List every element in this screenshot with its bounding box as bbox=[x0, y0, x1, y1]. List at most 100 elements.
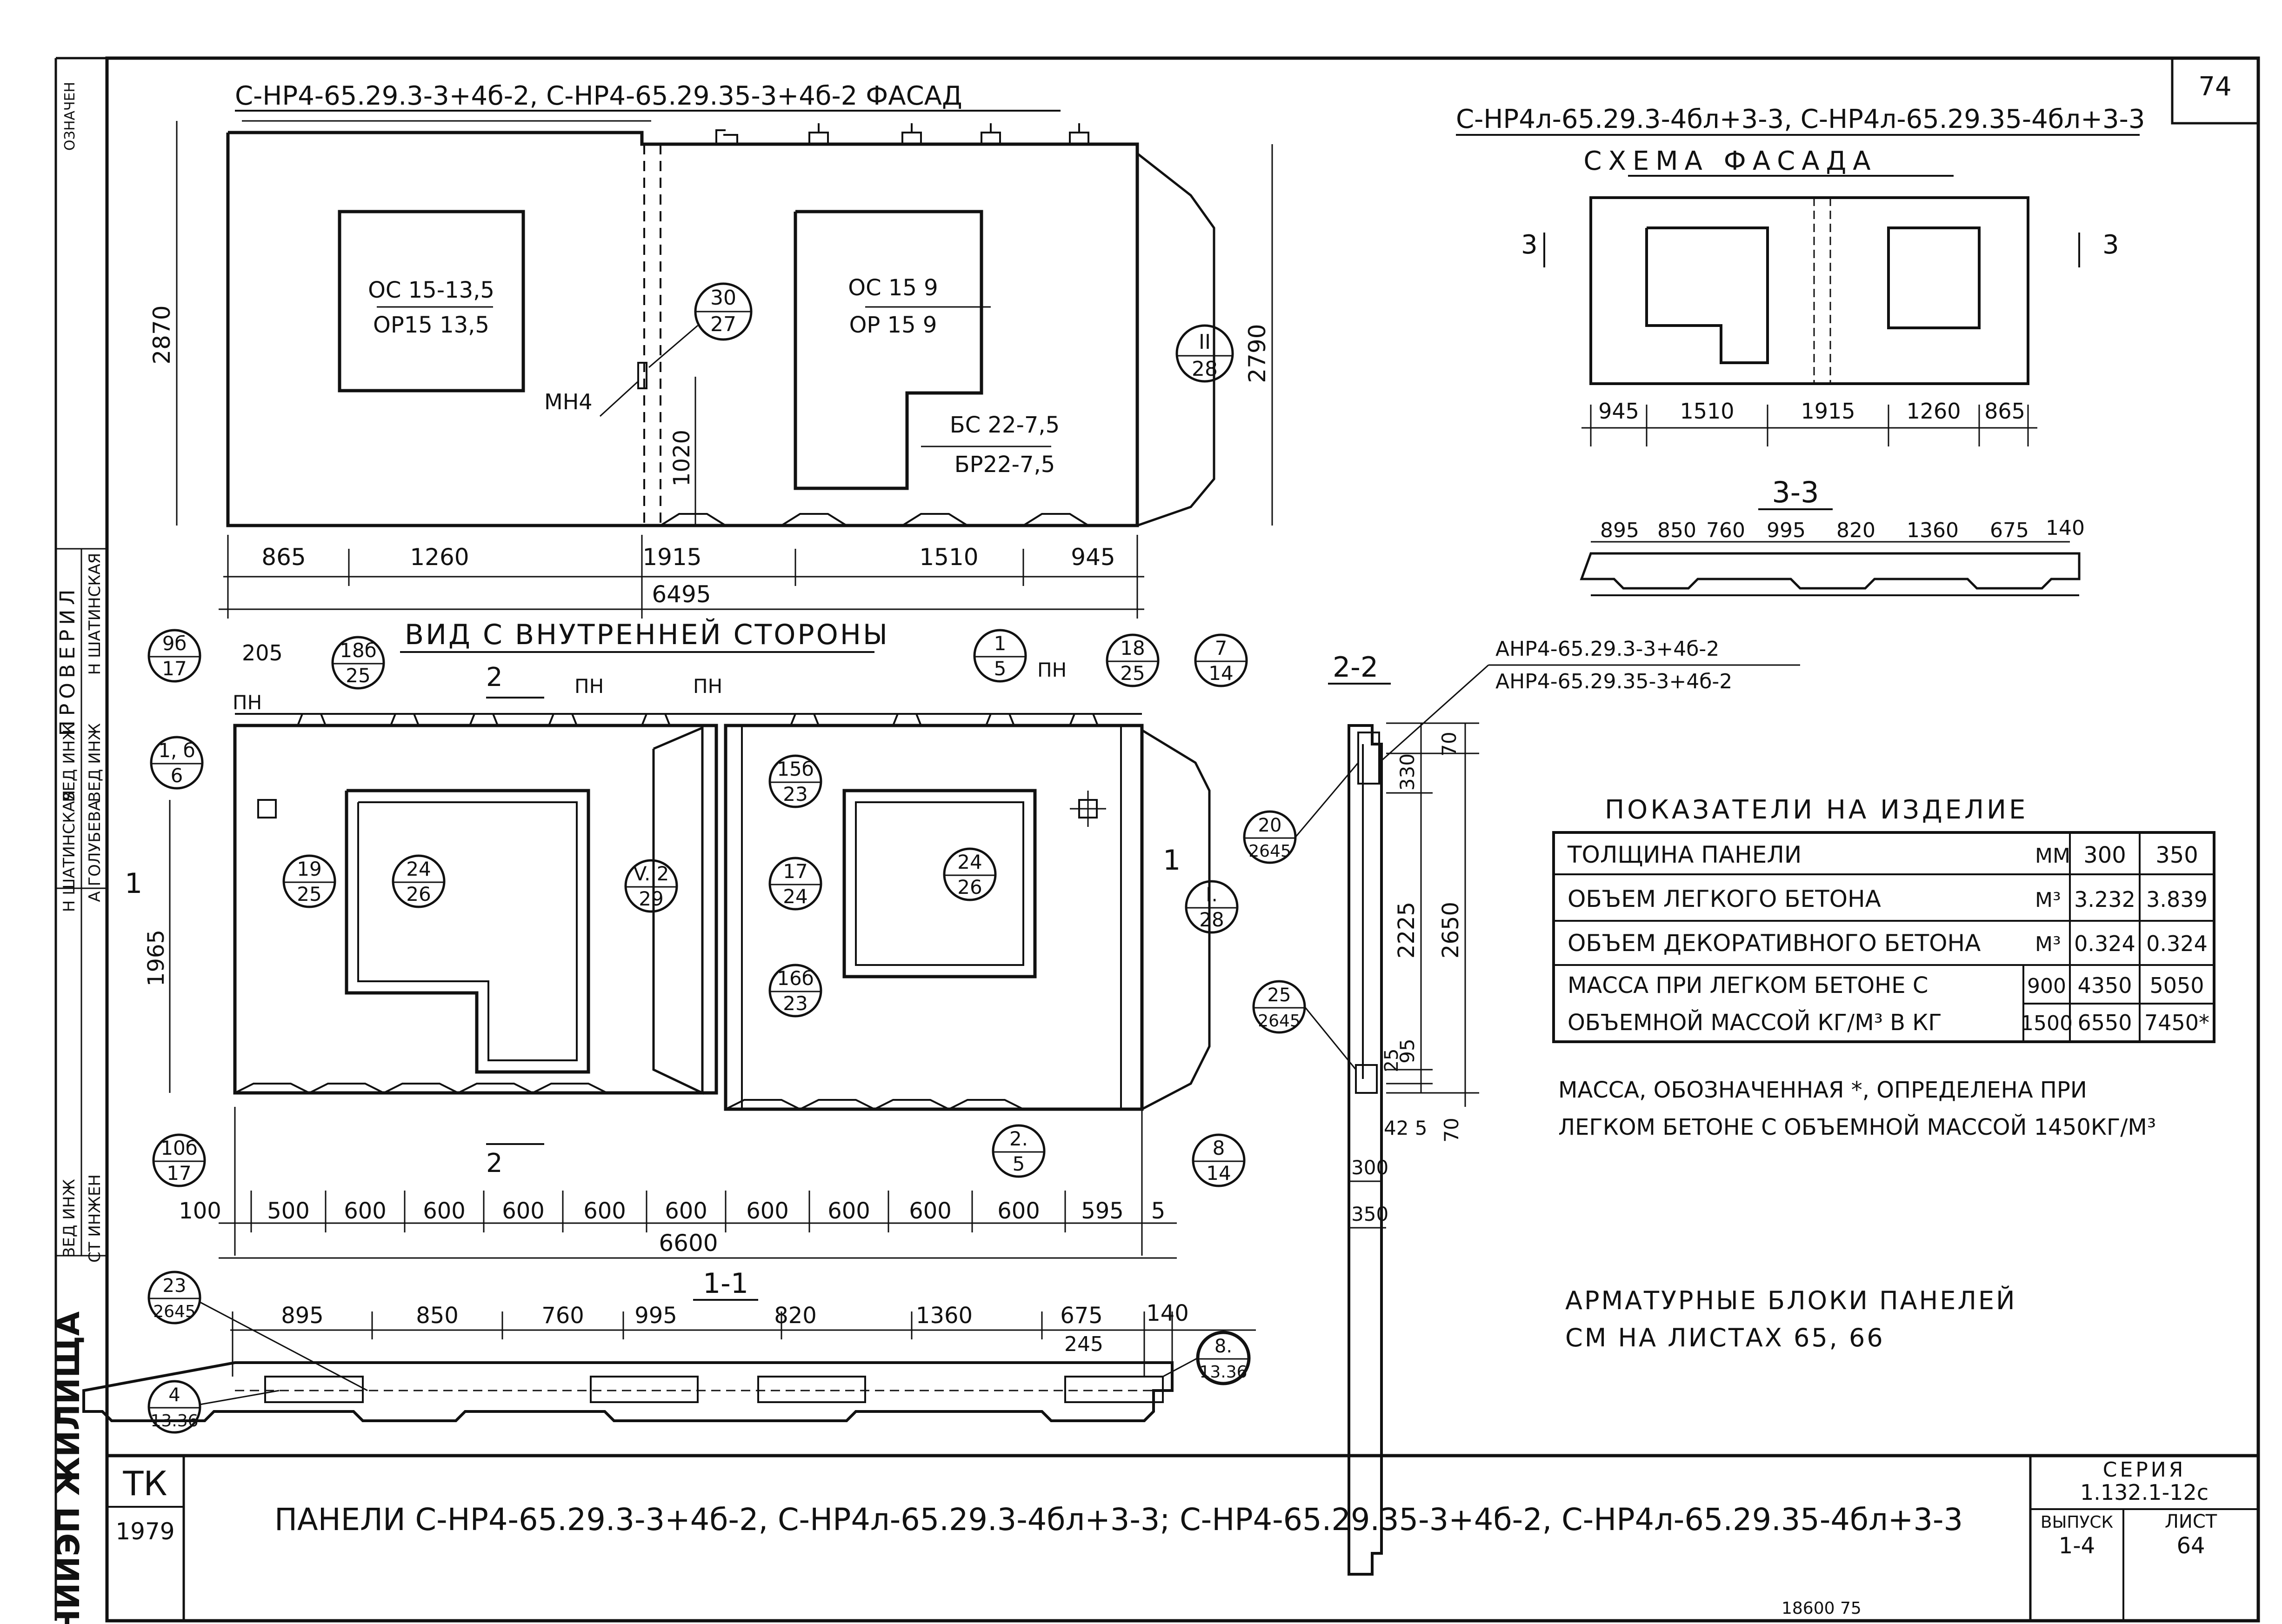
mass-density: 1500 bbox=[2021, 1012, 2073, 1035]
inner-dim: 600 bbox=[344, 1198, 387, 1224]
scheme-section-title: 3-3 bbox=[1772, 475, 1819, 509]
facade-drawing: С-НР4-65.29.3-3+4б-2, С-НР4-65.29.35-3+4… bbox=[148, 81, 1273, 619]
callout-bot: 5 bbox=[1013, 1152, 1025, 1175]
indicators-table: ПОКАЗАТЕЛИ НА ИЗДЕЛИЕ ТОЛЩИНА ПАНЕЛИ ММ … bbox=[1552, 795, 2215, 1140]
scheme-section-dim: 820 bbox=[1836, 519, 1875, 542]
facade-callout-top: 30 bbox=[710, 286, 736, 310]
scheme-section-dim: 675 bbox=[1990, 519, 2029, 542]
side-stamp: ЦНИИЭП ЖИЛИЩА ВЕД ИНЖ СТ ИНЖЕН Н ШАТИНСК… bbox=[50, 58, 107, 1624]
scheme-dim: 865 bbox=[1984, 399, 2025, 424]
inner-dim: 600 bbox=[909, 1198, 952, 1224]
reinforcement-note-1: АРМАТУРНЫЕ БЛОКИ ПАНЕЛЕЙ bbox=[1565, 1286, 2016, 1315]
callout-bot: 14 bbox=[1206, 1162, 1231, 1185]
callout-top: 18б bbox=[340, 639, 376, 662]
facade-height-right: 2790 bbox=[1244, 324, 1271, 383]
callout-top: 17 bbox=[783, 860, 807, 883]
mass-v350: 5050 bbox=[2149, 973, 2204, 998]
scheme-dim: 945 bbox=[1598, 399, 1639, 424]
issue-value: 1-4 bbox=[2059, 1533, 2095, 1559]
section-1-1-title: 1-1 bbox=[703, 1267, 748, 1300]
inner-dim: 100 bbox=[179, 1198, 221, 1224]
sheet-number-box bbox=[2171, 57, 2260, 125]
facade-callout-bot: 27 bbox=[710, 313, 736, 336]
inner-dim-205: 205 bbox=[242, 640, 283, 666]
callout-bot: 5 bbox=[994, 657, 1007, 680]
mass-v350: 7450* bbox=[2144, 1010, 2209, 1035]
section-1-1-callout-top: 4 bbox=[168, 1384, 180, 1406]
scheme-section-dim: 995 bbox=[1767, 519, 1806, 542]
section-1-1-dim: 760 bbox=[541, 1303, 584, 1329]
indicator-v350: 0.324 bbox=[2146, 931, 2208, 956]
callout-top: 18 bbox=[1120, 637, 1145, 659]
facade-dim-total: 6495 bbox=[652, 581, 711, 608]
section-mark-2: 2 bbox=[486, 662, 503, 692]
scheme-section-dim: 1360 bbox=[1907, 519, 1959, 542]
inner-dim: 600 bbox=[502, 1198, 545, 1224]
callout-bot: 17 bbox=[162, 657, 187, 680]
pn-label: ПН bbox=[1037, 659, 1067, 681]
section-2-2-callout-bot: 2645 bbox=[1258, 1012, 1301, 1031]
mass-note-2: ЛЕГКОМ БЕТОНЕ С ОБЪЕМНОЙ МАССОЙ 1450КГ/М… bbox=[1558, 1114, 2156, 1140]
callout-top: 15б bbox=[777, 758, 814, 780]
section-1-1-dim: 995 bbox=[634, 1303, 677, 1329]
inner-view-drawing: ВИД С ВНУТРЕННЕЙ СТОРОНЫ 205 ПН bbox=[125, 618, 1248, 1259]
facade-callout-right-top: II bbox=[1199, 330, 1211, 354]
section-2-2-dim: 2650 bbox=[1438, 902, 1464, 958]
scheme-section-dim: 760 bbox=[1706, 519, 1745, 542]
section-2-2-label-2: АНР4-65.29.35-3+4б-2 bbox=[1495, 670, 1732, 693]
callout-bot: 23 bbox=[783, 783, 807, 805]
callout-top: 9б bbox=[162, 632, 187, 655]
stamp-role: ВЕД ИНЖ bbox=[60, 723, 79, 802]
callout-top: 24 bbox=[957, 851, 982, 873]
section-1-1-callout-bot: 13.36 bbox=[150, 1411, 198, 1431]
facade-height-left: 2870 bbox=[148, 305, 175, 364]
section-2-2-dim: 95 bbox=[1396, 1038, 1419, 1063]
indicator-unit: М³ bbox=[2035, 888, 2061, 912]
inner-dim: 600 bbox=[827, 1198, 870, 1224]
section-1-1-callout-top: 8. bbox=[1214, 1336, 1232, 1357]
inner-dim-1965: 1965 bbox=[143, 930, 169, 986]
inner-dim: 600 bbox=[665, 1198, 707, 1224]
indicator-v300: 3.232 bbox=[2074, 887, 2135, 912]
scheme-section-dim: 850 bbox=[1657, 519, 1696, 542]
title-year: 1979 bbox=[115, 1518, 174, 1545]
section-1-1-dim: 675 bbox=[1060, 1303, 1103, 1329]
mass-v300: 4350 bbox=[2077, 973, 2132, 998]
window-left-mark-1: ОС 15-13,5 bbox=[368, 277, 494, 303]
pn-label: ПН bbox=[574, 675, 604, 698]
callout-top: 1 bbox=[994, 632, 1007, 655]
callout-top: V. 2 bbox=[634, 862, 669, 885]
footer-code: 18600 75 bbox=[1782, 1599, 1862, 1618]
section-2-2-callout-bot: 2645 bbox=[1248, 842, 1291, 861]
section-2-2-title: 2-2 bbox=[1333, 651, 1378, 684]
callout-top: 10б bbox=[160, 1137, 197, 1159]
mark-mn4: МН4 bbox=[544, 389, 593, 414]
section-2-2-dim: 25 bbox=[1381, 1049, 1402, 1072]
indicator-name: ТОЛЩИНА ПАНЕЛИ bbox=[1567, 841, 1802, 868]
section-1-1-dim: 820 bbox=[774, 1303, 817, 1329]
window-right-mark-2: ОР 15 9 bbox=[849, 312, 937, 338]
inner-dim: 595 bbox=[1081, 1198, 1124, 1224]
section-1-1-dim: 850 bbox=[416, 1303, 459, 1329]
section-2-2-dim-425: 42 5 bbox=[1384, 1117, 1428, 1139]
stamp-org: ЦНИИЭП ЖИЛИЩА bbox=[50, 1311, 87, 1624]
facade-dim: 1510 bbox=[919, 544, 978, 571]
callout-top: 16б bbox=[777, 967, 814, 990]
scheme-subtitle: СХЕМА ФАСАДА bbox=[1583, 146, 1877, 176]
facade-dim-1020: 1020 bbox=[669, 430, 695, 486]
window-right-mark-1: ОС 15 9 bbox=[848, 275, 938, 301]
section-2-2-dim: 70 bbox=[1440, 1118, 1463, 1142]
sheet-value: 64 bbox=[2176, 1533, 2205, 1559]
inner-dim: 500 bbox=[267, 1198, 310, 1224]
callout-bot: 26 bbox=[406, 883, 431, 905]
section-2-2-callout-top: 20 bbox=[1258, 815, 1282, 836]
inner-dim-total: 6600 bbox=[659, 1230, 718, 1257]
facade-dim: 1260 bbox=[410, 544, 469, 571]
section-2-2-label-1: АНР4-65.29.3-3+4б-2 bbox=[1495, 637, 1719, 661]
section-2-2-dim-300: 300 bbox=[1351, 1156, 1388, 1179]
indicator-unit: М³ bbox=[2035, 932, 2061, 956]
stamp-checked: ПРОВЕРИЛ bbox=[56, 585, 80, 736]
pn-label: ПН bbox=[233, 691, 262, 714]
scheme-title: С-НР4л-65.29.3-4бл+3-3, С-НР4л-65.29.35-… bbox=[1456, 104, 2145, 134]
